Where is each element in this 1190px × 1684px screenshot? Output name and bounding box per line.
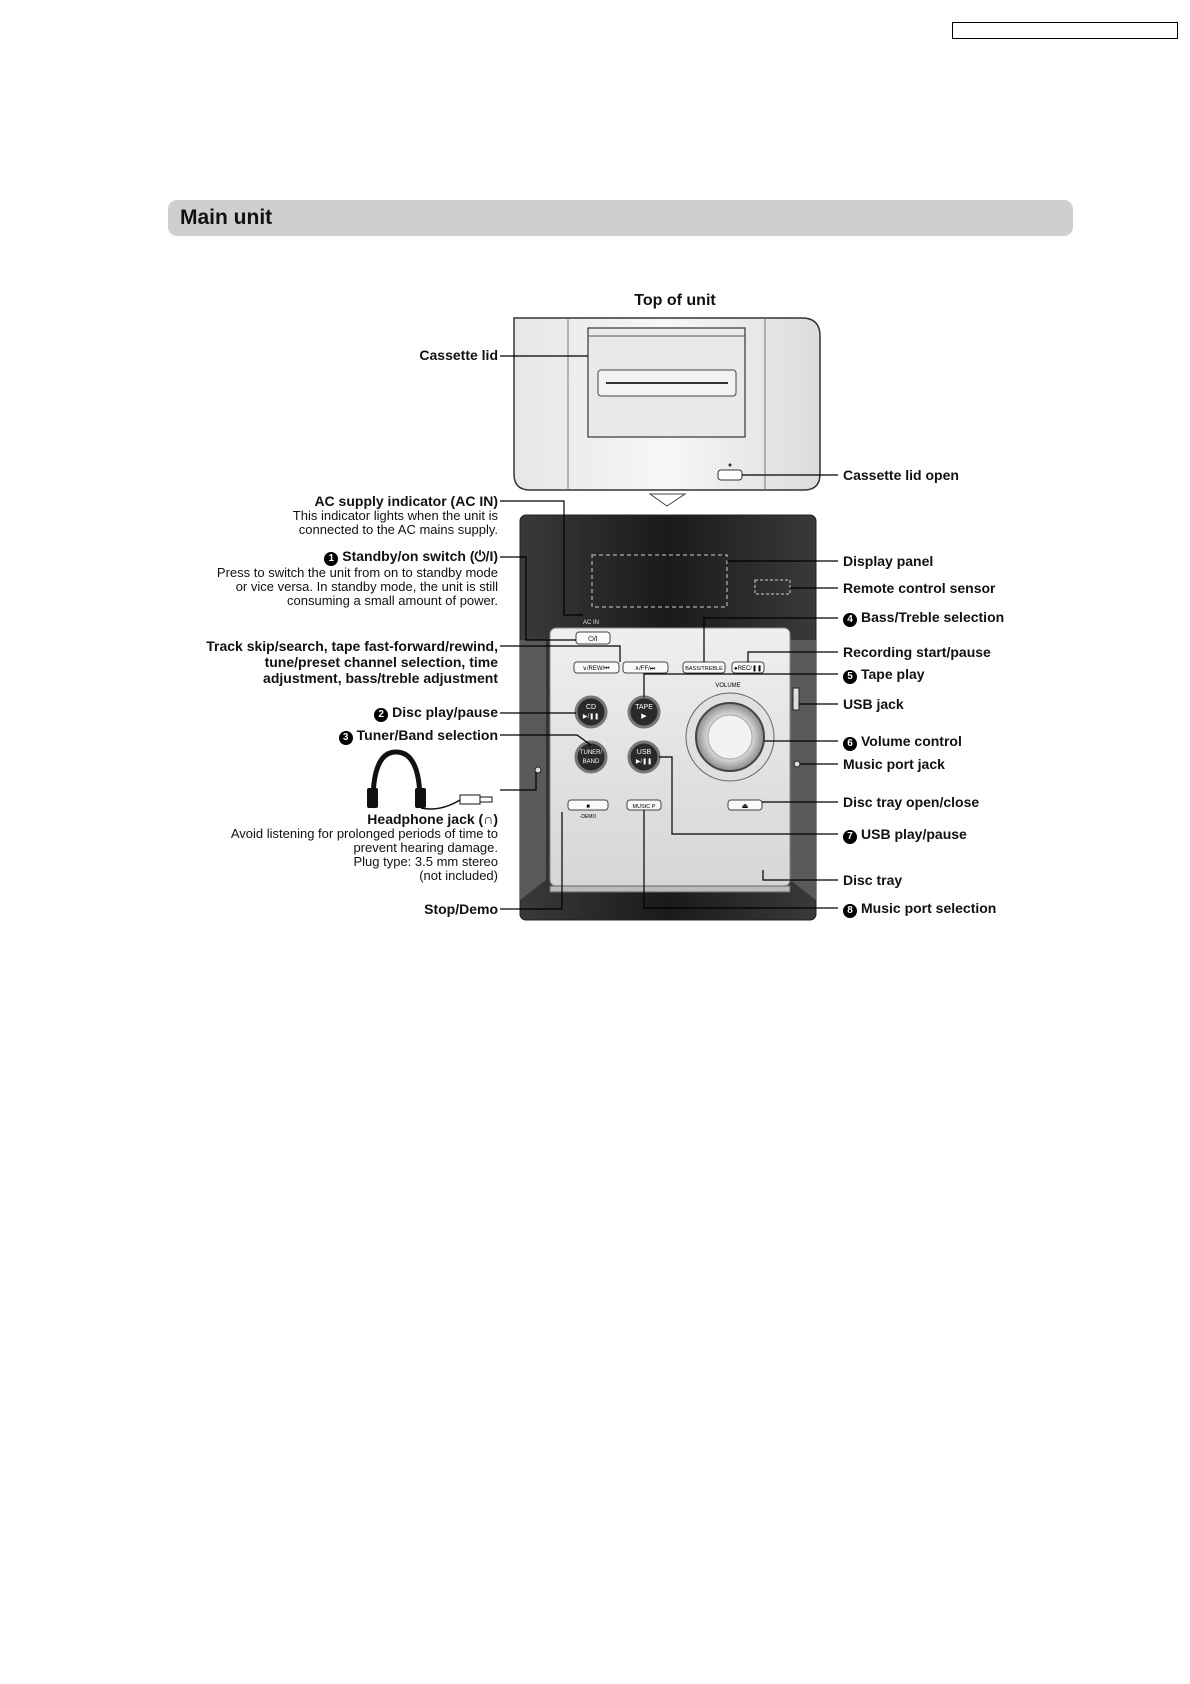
cd-play-pause-button[interactable]	[574, 695, 608, 729]
demo-marking: -DEMO	[580, 814, 597, 820]
headphone-jack[interactable]	[534, 766, 542, 774]
band-marking: BAND	[583, 759, 600, 765]
disc-tray-open-close-button[interactable]	[727, 799, 763, 811]
display-panel-label: Display panel	[843, 553, 934, 569]
recording-label: Recording start/pause	[843, 644, 991, 660]
tape-symbol: ▶	[641, 713, 647, 720]
callout-lines	[500, 355, 838, 910]
stop-demo-label: Stop/Demo	[424, 901, 498, 917]
page-number-box	[952, 22, 1178, 39]
usb-play-pause-button[interactable]	[627, 740, 661, 774]
skip-back-button[interactable]	[573, 661, 620, 674]
cd-symbol: ▶/❚❚	[583, 713, 599, 720]
tape-play-button[interactable]	[627, 695, 661, 729]
bass-treble-marking: BASS/TREBLE	[685, 666, 723, 672]
cassette-lid-label: Cassette lid	[419, 347, 498, 363]
volume-marking: VOLUME	[715, 683, 740, 689]
remote-control-sensor	[754, 579, 791, 595]
stop-marking: ■	[586, 804, 590, 810]
top-of-unit-heading: Top of unit	[634, 292, 716, 309]
usb-jack-label: USB jack	[843, 696, 904, 712]
usb-marking: USB	[637, 749, 652, 756]
stop-demo-button[interactable]	[567, 799, 609, 811]
cassette-lid-open-button[interactable]	[717, 469, 743, 481]
track-skip-label: Track skip/search, tape fast-forward/rew…	[206, 638, 498, 686]
disc-tray[interactable]	[549, 885, 791, 893]
disc-tray-label: Disc tray	[843, 872, 903, 888]
standby-on-switch[interactable]	[575, 631, 611, 645]
tuner-band-button[interactable]	[574, 740, 608, 774]
eject-marking: ⏏	[742, 803, 749, 810]
section-title: Main unit	[180, 206, 273, 229]
section-header: Main unit	[168, 200, 1073, 236]
ac-in-marking: AC IN	[583, 620, 599, 626]
top-view	[513, 317, 821, 507]
usb-jack[interactable]	[792, 687, 800, 711]
skip-forward-button[interactable]	[622, 661, 669, 674]
tuner-marking: TUNER/	[580, 750, 603, 756]
tape-marking: TAPE	[635, 704, 653, 711]
cd-marking: CD	[586, 704, 596, 711]
remote-sensor-label: Remote control sensor	[843, 580, 996, 596]
usb-symbol: ▶/❚❚	[636, 758, 652, 765]
music-port-jack-label: Music port jack	[843, 756, 945, 772]
rec-marking: ●REC/❚❚	[734, 665, 762, 672]
front-view: AC IN ⏻/I ∨/REW/⏮ ∧/FF/⏭ BASS/TREBLE ●RE…	[519, 514, 817, 921]
disc-tray-open-close-label: Disc tray open/close	[843, 794, 980, 810]
music-p-marking: MUSIC P	[633, 804, 656, 810]
ac-supply-label: AC supply indicator (AC IN) This indicat…	[292, 493, 498, 537]
headphone-jack-label: Headphone jack (∩) Avoid listening for p…	[230, 811, 498, 883]
cassette-lid-open-label: Cassette lid open	[843, 467, 959, 483]
display-panel	[591, 554, 728, 608]
rew-marking: ∨/REW/⏮	[582, 666, 610, 672]
headphone-icon	[367, 749, 493, 810]
power-icon: ⏻/I	[588, 635, 597, 643]
music-port-jack[interactable]	[793, 760, 801, 768]
ff-marking: ∧/FF/⏭	[635, 666, 656, 672]
